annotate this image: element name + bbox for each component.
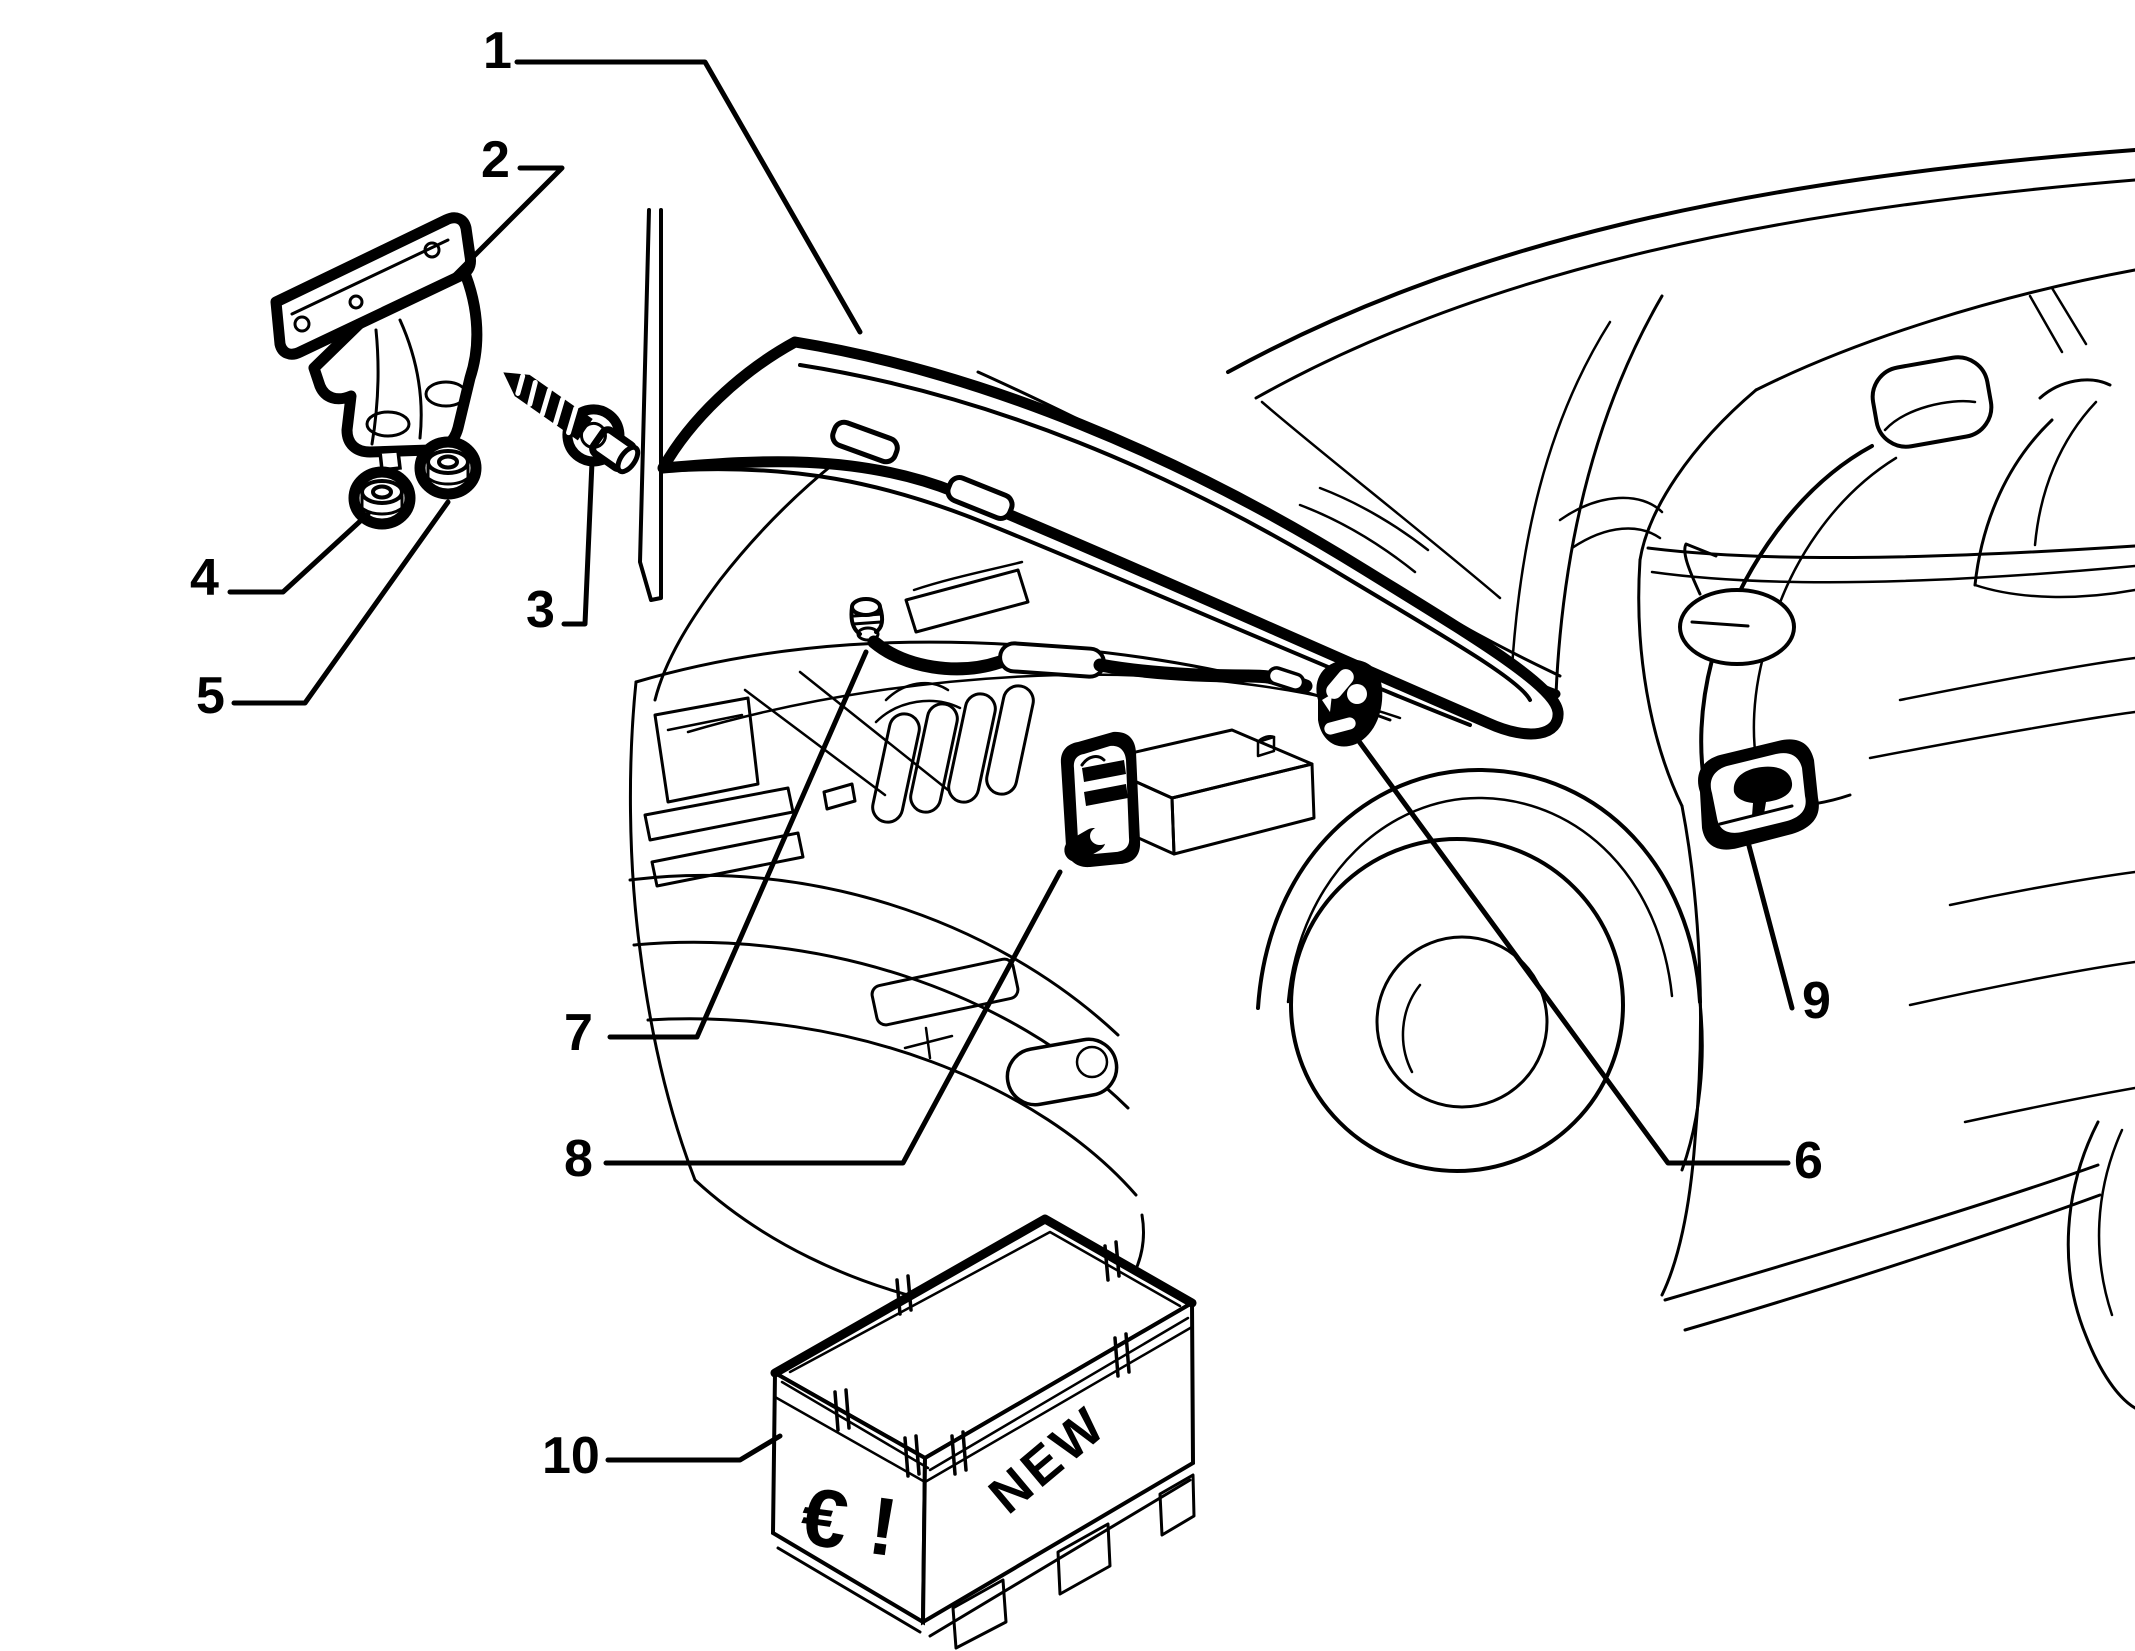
car-art	[628, 148, 2135, 1410]
callout-6[interactable]: 6	[1355, 737, 1823, 1190]
striker-part	[1316, 659, 1383, 747]
seats	[1558, 355, 2135, 809]
callout-4[interactable]: 4	[190, 511, 371, 607]
door-and-side	[1637, 268, 2135, 1410]
door-mirror	[1678, 542, 1796, 666]
leader-line	[1745, 839, 1795, 1011]
leader-line	[603, 869, 1063, 1166]
leader-line	[449, 165, 565, 281]
callout-7[interactable]: 7	[564, 649, 869, 1062]
bracket-part	[270, 212, 483, 472]
callout-number[interactable]: 10	[542, 1427, 600, 1485]
leader-line	[231, 499, 451, 706]
handle-part	[1698, 739, 1819, 850]
leader-line	[1355, 737, 1791, 1166]
callout-number[interactable]: 1	[483, 22, 512, 80]
roof-lines	[1226, 148, 2135, 400]
callout-number[interactable]: 8	[564, 1130, 593, 1188]
callout-2[interactable]: 2	[449, 131, 565, 281]
hood-latch-part	[1060, 731, 1141, 868]
crate-euro-label: € !	[795, 1471, 902, 1574]
leader-line	[227, 511, 371, 595]
leader-line	[607, 649, 869, 1040]
leader-line	[605, 1433, 783, 1463]
callout-number[interactable]: 4	[190, 549, 219, 607]
screw-part	[503, 372, 641, 475]
callout-number[interactable]: 6	[1794, 1132, 1823, 1190]
front-wheel	[1256, 767, 1704, 1173]
callout-number[interactable]: 5	[196, 667, 225, 725]
callout-9[interactable]: 9	[1745, 839, 1831, 1030]
leader-line	[514, 59, 863, 335]
engine-bay	[686, 560, 1402, 856]
callout-10[interactable]: 10	[542, 1427, 783, 1485]
callout-1[interactable]: 1	[483, 22, 863, 335]
crate-clasps	[833, 1240, 1131, 1478]
nut-part-4	[348, 466, 416, 530]
callout-number[interactable]: 7	[564, 1004, 593, 1062]
leader-line	[561, 459, 595, 627]
packaging-crate: € ! NEW	[770, 1214, 1197, 1650]
callout-number[interactable]: 3	[526, 581, 555, 639]
callout-number[interactable]: 9	[1802, 972, 1831, 1030]
callout-5[interactable]: 5	[196, 499, 451, 725]
callout-number[interactable]: 2	[481, 131, 510, 189]
nut-part-5	[414, 436, 482, 500]
callout-3[interactable]: 3	[526, 459, 595, 639]
callouts: 1 2 3 4 5 6 7 8	[190, 22, 1831, 1485]
release-cable-part	[849, 597, 1313, 693]
callout-8[interactable]: 8	[564, 869, 1063, 1188]
prop-rod	[638, 208, 663, 602]
